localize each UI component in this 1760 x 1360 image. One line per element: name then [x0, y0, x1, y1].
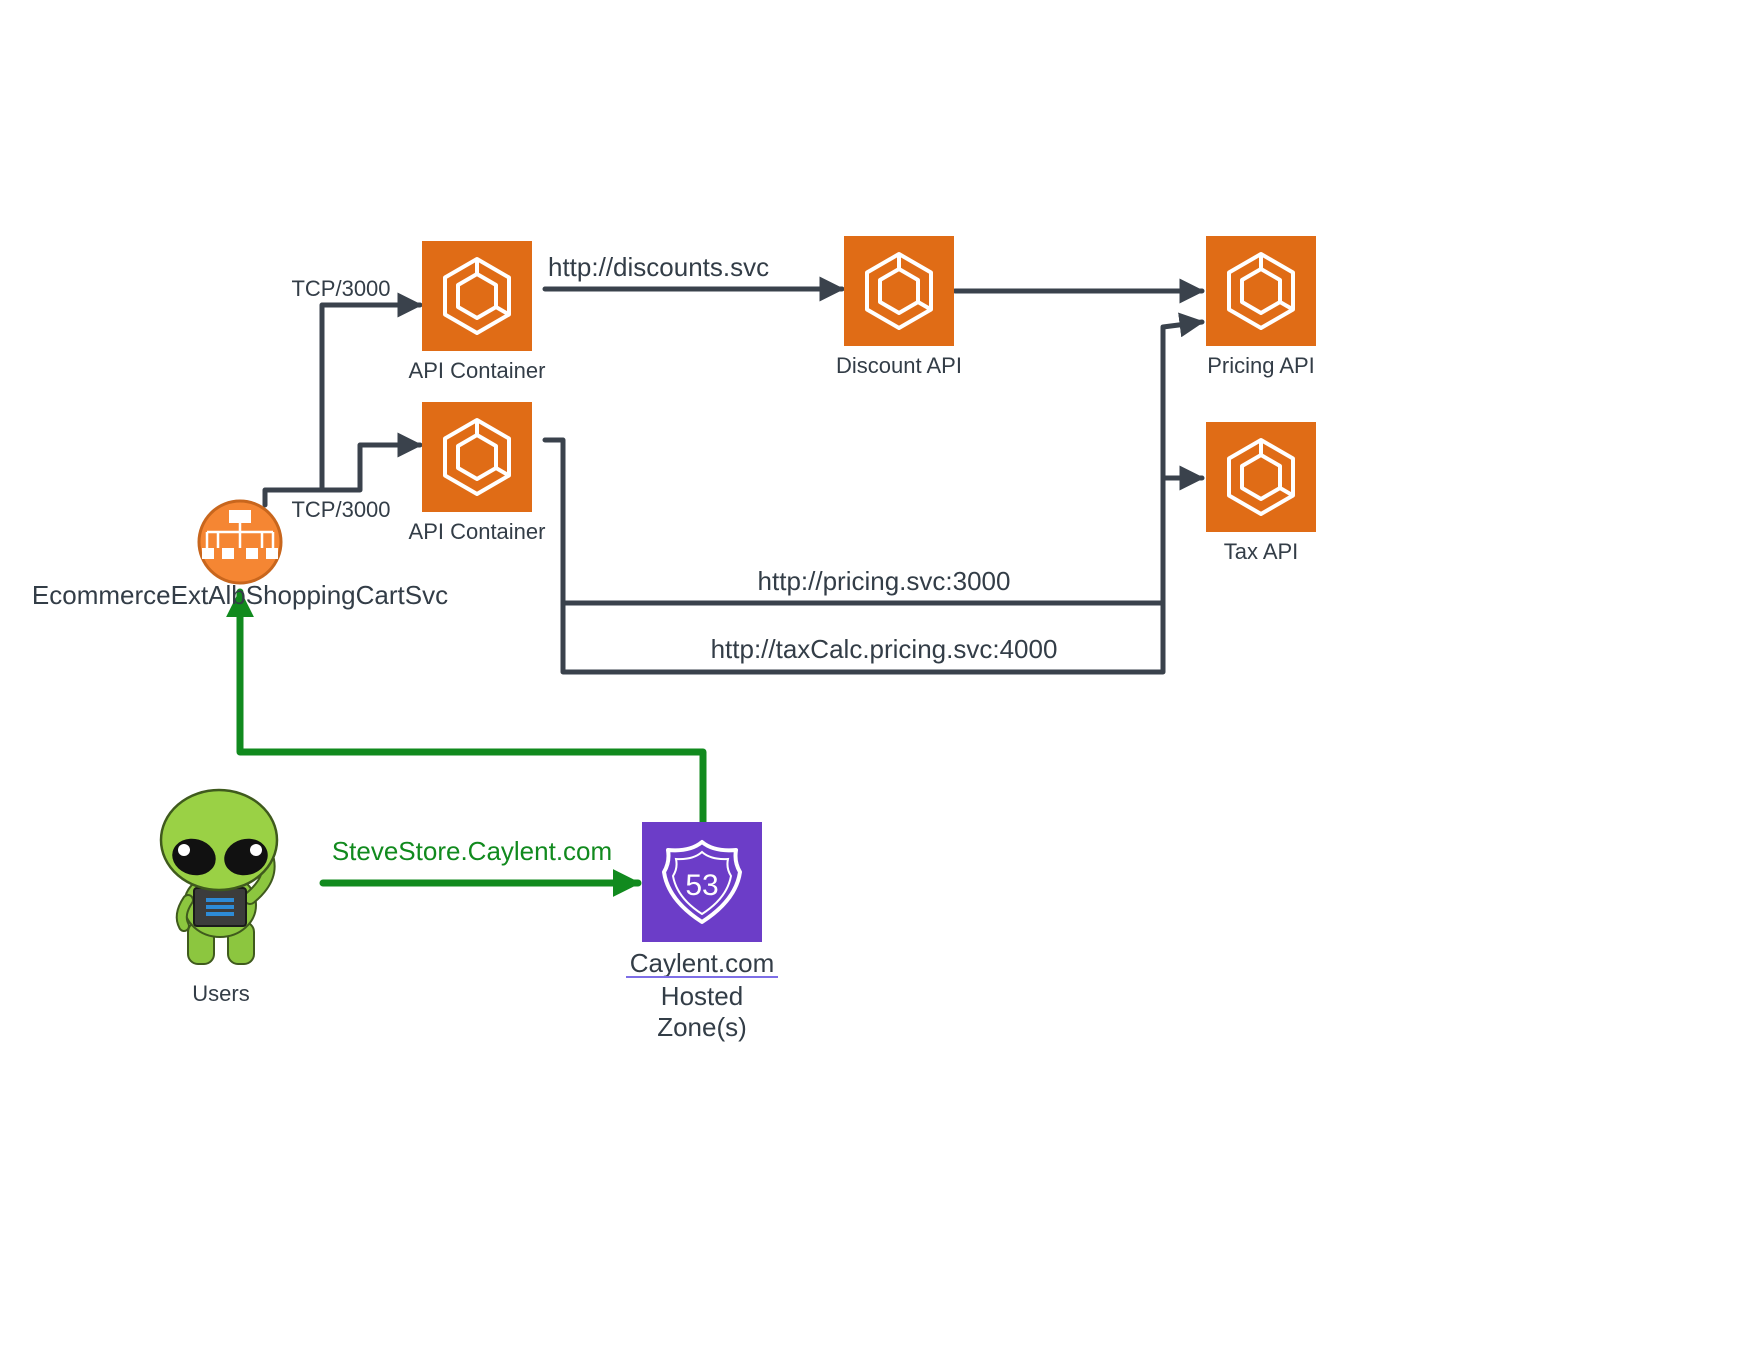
node-label: Pricing API	[1207, 353, 1315, 378]
edge-label-tax: http://taxCalc.pricing.svc:4000	[711, 634, 1058, 664]
edge-label-stevestore: SteveStore.Caylent.com	[332, 836, 612, 866]
node-label: EcommerceExtAlbShoppingCartSvc	[32, 580, 448, 610]
node-api-container-1[interactable]: API Container	[409, 241, 546, 383]
alien-mascot-icon	[159, 788, 279, 965]
node-label: API Container	[409, 358, 546, 383]
node-label: Tax API	[1224, 539, 1299, 564]
route53-shield	[662, 840, 742, 924]
edge-lb-to-container-1	[262, 292, 423, 508]
node-label-line-2: Hosted	[661, 981, 743, 1011]
route53-badge: 53	[685, 869, 718, 902]
node-tax-api[interactable]: Tax API	[1206, 422, 1316, 564]
edge-label-discounts: http://discounts.svc	[548, 252, 769, 282]
node-label-line-1[interactable]: Caylent.com	[630, 948, 775, 978]
edge-label-tcp-2: TCP/3000	[291, 497, 390, 522]
node-label: Users	[192, 981, 249, 1006]
node-route53[interactable]: 53 Caylent.com Hosted Zone(s)	[626, 822, 778, 1042]
edge-label-pricing: http://pricing.svc:3000	[758, 566, 1011, 596]
node-users[interactable]: Users	[159, 788, 279, 1006]
node-label-line-3: Zone(s)	[657, 1012, 747, 1042]
edge-label-tcp-1: TCP/3000	[291, 276, 390, 301]
node-label: API Container	[409, 519, 546, 544]
edge-container-to-pricing	[542, 312, 1205, 606]
edge-container-to-tax	[560, 465, 1205, 675]
load-balancer-icon	[197, 499, 283, 585]
node-pricing-api[interactable]: Pricing API	[1206, 236, 1316, 378]
node-load-balancer[interactable]: EcommerceExtAlbShoppingCartSvc	[32, 499, 448, 610]
edge-route53-to-lb	[226, 588, 707, 829]
node-discount-api[interactable]: Discount API	[836, 236, 962, 378]
node-api-container-2[interactable]: API Container	[409, 402, 546, 544]
node-label: Discount API	[836, 353, 962, 378]
edge-lb-to-container-2	[319, 432, 423, 493]
